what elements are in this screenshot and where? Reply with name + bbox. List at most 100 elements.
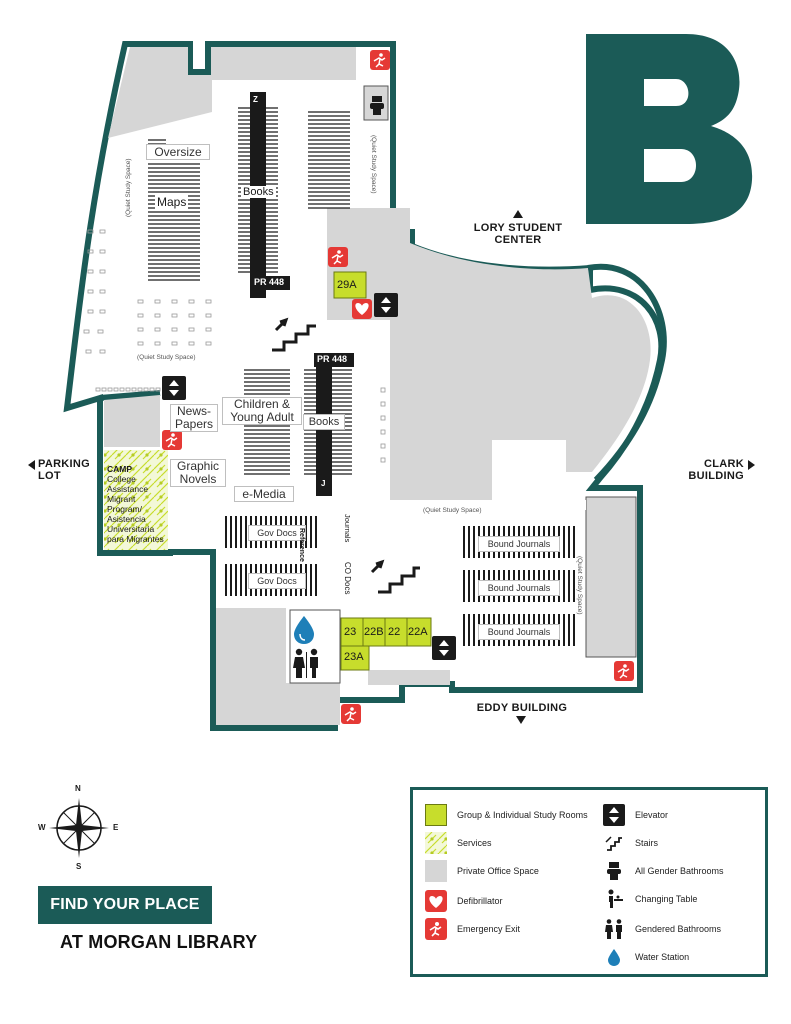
study-seat: [380, 457, 386, 463]
parking-line-1: PARKING: [38, 458, 91, 470]
dir-lory: LORY STUDENT CENTER: [468, 222, 568, 246]
study-room-22a: [406, 617, 432, 647]
label-quiet-study-north: (Quiet Study Space): [125, 158, 132, 217]
newspapers-line-1: News-: [176, 404, 211, 418]
study-seat: [107, 387, 113, 392]
toilet-icon: [607, 862, 621, 880]
label-emedia: e-Media: [234, 486, 294, 502]
office-south: [216, 608, 340, 725]
gov-docs-shelving: [225, 516, 317, 596]
study-seat: [188, 313, 195, 318]
camp-line-1: College: [107, 474, 136, 484]
compass-rose: [49, 798, 109, 858]
clark-line-1: CLARK: [704, 458, 744, 470]
study-seat: [154, 341, 161, 346]
office-south-b: [368, 670, 450, 685]
floor-letter-b: [586, 34, 753, 224]
camp-line-2: Assistance: [107, 484, 149, 494]
legend-elevator-label: Elevator: [635, 810, 669, 820]
emergency-exit-icon: [614, 661, 634, 681]
legend-private-office-label: Private Office Space: [457, 866, 539, 876]
label-journals: Journals: [343, 514, 352, 543]
label-graphic-novels: Graphic Novels: [170, 459, 226, 487]
office-east-large: [327, 208, 651, 500]
camp-line-7: para Migrantes: [107, 534, 164, 544]
study-seat: [188, 299, 195, 304]
study-seat: [95, 387, 101, 392]
office-east-strip: [585, 496, 637, 658]
parking-line-2: LOT: [38, 470, 61, 482]
study-seat: [131, 387, 137, 392]
emergency-exit-icon: [328, 247, 348, 267]
legend-elevator: Elevator: [603, 804, 668, 826]
room-22a-label: 22A: [408, 626, 428, 638]
call-j: J: [321, 479, 326, 488]
emergency-exit-icon: [370, 50, 390, 70]
label-co-docs: CO Docs: [343, 562, 352, 595]
study-seat: [99, 229, 106, 234]
call-pr448-mid: PR 448: [317, 354, 348, 364]
label-gov-docs-1: Gov Docs: [248, 525, 306, 541]
study-seat: [149, 387, 155, 392]
children-line-1: Children &: [233, 397, 291, 411]
label-bound-journals-1: Bound Journals: [478, 536, 560, 552]
label-quiet-study-ne: (Quiet Study Space): [370, 135, 377, 194]
study-seat: [154, 299, 161, 304]
camp-title: CAMP: [107, 464, 133, 474]
clark-line-2: BUILDING: [688, 470, 744, 482]
legend-gendered-label: Gendered Bathrooms: [635, 924, 722, 934]
study-seat: [85, 349, 92, 354]
study-room-23a: [340, 645, 370, 671]
compass-s: S: [76, 862, 82, 871]
label-quiet-study-east: (Quiet Study Space): [576, 556, 583, 615]
lory-line-2: CENTER: [494, 234, 542, 246]
room-23-label: 23: [344, 626, 357, 638]
emergency-exits: [162, 50, 634, 724]
study-seat: [171, 327, 178, 332]
label-books-top: Books: [241, 186, 276, 198]
services-camp: [104, 450, 168, 550]
study-seat: [87, 249, 94, 254]
office-ne: [362, 48, 390, 228]
legend-water: Water Station: [603, 946, 689, 968]
legend-study-rooms: Group & Individual Study Rooms: [425, 804, 588, 826]
legend-changing: Changing Table: [603, 888, 697, 910]
camp-block: CAMP College Assistance Migrant Program/…: [107, 464, 164, 544]
label-oversize: Oversize: [146, 144, 210, 160]
study-seat: [171, 299, 178, 304]
graphic-line-1: Graphic: [176, 459, 220, 473]
label-quiet-study-center: (Quiet Study Space): [137, 354, 196, 361]
lory-line-1: LORY STUDENT: [473, 222, 563, 234]
stairs-icon: [605, 836, 622, 851]
camp-line-6: Universitaria: [107, 524, 155, 534]
study-seat: [143, 387, 149, 392]
elevator-icon-3: [432, 636, 456, 660]
study-seat: [380, 387, 386, 393]
legend-emergency-label: Emergency Exit: [457, 924, 521, 934]
study-seat: [171, 313, 178, 318]
camp-line-3: Migrant: [107, 494, 136, 504]
call-z: Z: [253, 95, 258, 104]
study-seat: [137, 299, 144, 304]
legend-services: Services: [425, 832, 492, 854]
elevator-icon-2: [162, 376, 186, 400]
study-seat: [380, 443, 386, 449]
study-seat: [101, 387, 107, 392]
study-seat: [155, 387, 161, 392]
books-top-right-shelving: [308, 111, 350, 209]
legend-stairs-label: Stairs: [635, 838, 659, 848]
swatch-services: [425, 832, 447, 854]
study-room-29a: [333, 271, 367, 299]
label-books-mid: Books: [303, 414, 345, 430]
compass-e: E: [113, 823, 119, 832]
legend-changing-label: Changing Table: [635, 894, 698, 904]
legend-study-rooms-label: Group & Individual Study Rooms: [457, 810, 588, 820]
label-children: Children & Young Adult: [222, 397, 302, 425]
study-seat: [137, 327, 144, 332]
study-seat: [137, 341, 144, 346]
arrow-east-clark: [748, 460, 755, 470]
banner-subtitle: AT MORGAN LIBRARY: [60, 932, 258, 952]
legend-defibrillator-label: Defibrillator: [457, 896, 503, 906]
camp-line-4: Program/: [107, 504, 142, 514]
